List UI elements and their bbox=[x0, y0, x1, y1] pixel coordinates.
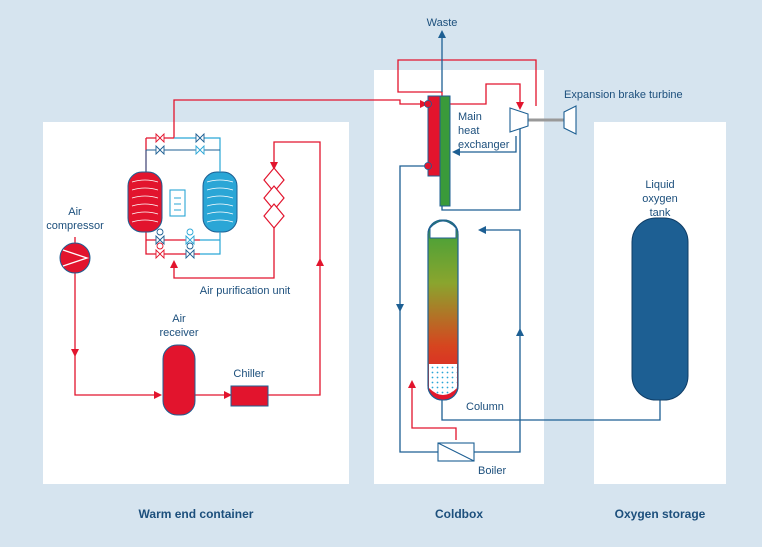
pipe-right-up-col bbox=[478, 226, 521, 330]
pipe-chiller-up bbox=[268, 258, 324, 396]
air-compressor bbox=[59, 242, 91, 274]
pipe-boiler-right bbox=[474, 328, 524, 453]
pipe-filter-out bbox=[170, 220, 275, 279]
air-receiver bbox=[162, 344, 196, 416]
pipe-hx-left-down bbox=[396, 165, 432, 312]
pipe-hx-to-turbine bbox=[448, 83, 524, 110]
hx-label-1: Main bbox=[458, 111, 482, 123]
pipe-to-receiver bbox=[74, 355, 162, 399]
warm-end-panel bbox=[43, 122, 349, 484]
pipe-column-to-tank bbox=[441, 400, 661, 421]
hx-label-2: heat bbox=[458, 125, 479, 137]
pipe-to-coldbox bbox=[173, 99, 428, 138]
pipe-turbine-to-hx bbox=[452, 136, 517, 156]
distillation-column bbox=[427, 219, 459, 401]
expansion-brake-turbine bbox=[509, 105, 577, 135]
tank-label-2: oxygen bbox=[642, 193, 677, 205]
air-receiver-label-2: receiver bbox=[159, 327, 198, 339]
air-purification-unit-label: Air purification unit bbox=[200, 285, 291, 297]
tank-label-3: tank bbox=[650, 207, 671, 219]
blue-pipelines bbox=[396, 30, 661, 453]
air-receiver-label-1: Air bbox=[172, 313, 186, 325]
valves bbox=[155, 132, 205, 260]
blue-adsorber-vessel bbox=[202, 171, 238, 233]
section-warm-end: Warm end container bbox=[139, 507, 254, 521]
section-coldbox: Coldbox bbox=[435, 507, 483, 521]
purifier-heater-icon bbox=[169, 189, 186, 217]
pipe-hx-top bbox=[397, 59, 537, 106]
pipe-column-top bbox=[441, 126, 521, 211]
waste-label: Waste bbox=[427, 17, 458, 29]
column-label: Column bbox=[466, 401, 504, 413]
tank-label-1: Liquid bbox=[645, 179, 674, 191]
air-compressor-label-1: Air bbox=[68, 206, 82, 218]
boiler bbox=[437, 442, 475, 462]
manifold-bottom-red bbox=[145, 232, 200, 255]
pipe-boiler-red bbox=[408, 380, 457, 440]
boiler-label: Boiler bbox=[478, 465, 506, 477]
air-compressor-label-2: compressor bbox=[46, 220, 104, 232]
turbine-label: Expansion brake turbine bbox=[564, 89, 683, 101]
red-adsorber-vessel bbox=[127, 171, 163, 233]
chiller-label: Chiller bbox=[233, 368, 265, 380]
pipe-left-down-to-boiler bbox=[399, 310, 438, 453]
liquid-oxygen-tank bbox=[631, 217, 689, 401]
pipe-up-to-filter bbox=[270, 141, 321, 260]
purifier-blue-lines bbox=[174, 137, 221, 255]
chiller bbox=[230, 385, 269, 407]
section-oxygen-storage: Oxygen storage bbox=[615, 507, 706, 521]
air-purification-filter bbox=[263, 167, 285, 229]
main-heat-exchanger bbox=[424, 95, 451, 207]
hx-label-3: exchanger bbox=[458, 139, 510, 151]
